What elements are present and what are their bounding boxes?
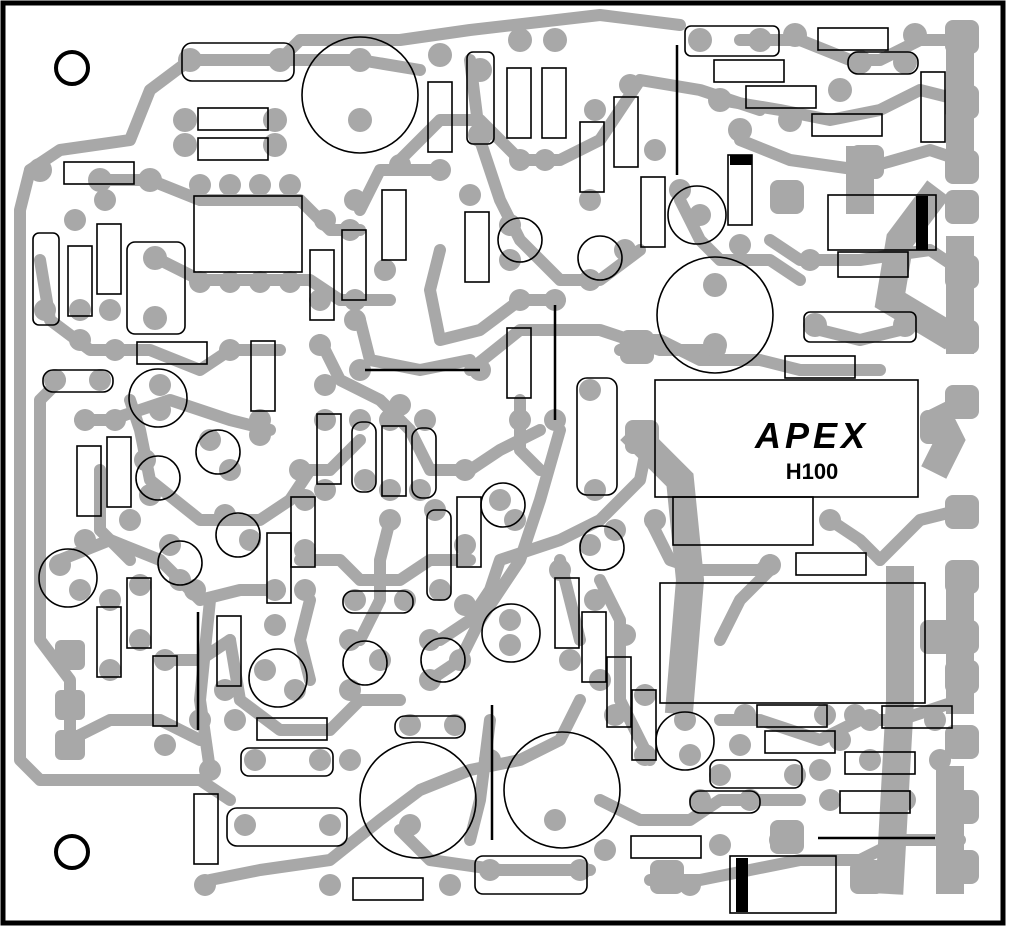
pads — [55, 20, 979, 894]
component-outlines — [32, 25, 953, 914]
round-pads — [28, 23, 951, 896]
polarity-marks — [730, 155, 928, 912]
mounting-hole-bottom — [54, 834, 90, 870]
brand-label: APEX — [754, 415, 869, 456]
model-label: H100 — [786, 459, 839, 484]
mounting-hole-top — [54, 50, 90, 86]
